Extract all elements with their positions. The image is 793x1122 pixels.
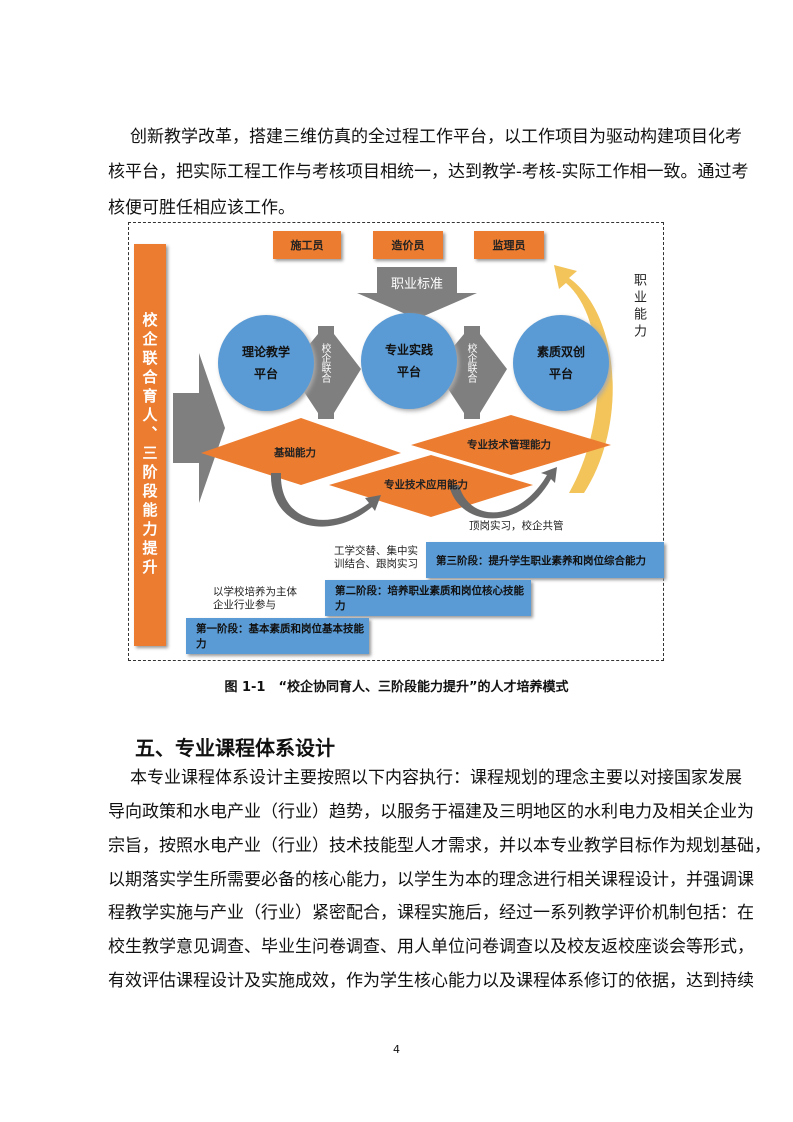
body-line: 程教学实施与产业（行业）紧密配合，课程实施后，经过一系列教学评价机制包括：在 bbox=[108, 903, 754, 923]
side-label: 校企联合育人、三阶段能力提升 bbox=[134, 244, 166, 646]
ability-label: 基础能力 bbox=[274, 447, 316, 459]
internship-note: 顶岗实习，校企共管 bbox=[469, 520, 564, 532]
page-number: 4 bbox=[393, 1043, 400, 1056]
role-box: 造价员 bbox=[373, 231, 443, 259]
body-line: 导向政策和水电产业（行业）趋势，以服务于福建及三明地区的水利电力及相关企业为 bbox=[108, 802, 754, 822]
role-box: 施工员 bbox=[273, 231, 341, 259]
stage-2-box: 第二阶段：培养职业素质和岗位核心技能力 bbox=[325, 580, 531, 616]
talent-training-diagram: 校企联合育人、三阶段能力提升 施工员 造价员 监理员 职业标准 理论教学平台 专… bbox=[128, 222, 664, 661]
figure-caption: 图 1-1 “校企协同育人、三阶段能力提升”的人才培养模式 bbox=[224, 680, 569, 695]
diagram-arrows bbox=[173, 265, 613, 527]
career-curved-arrow bbox=[554, 265, 613, 493]
standard-down-arrow bbox=[357, 267, 477, 319]
stage-1-box: 第一阶段：基本素质和岗位基本技能力 bbox=[186, 618, 369, 654]
ability-label: 专业技术应用能力 bbox=[384, 479, 468, 491]
body-line: 本专业课程体系设计主要按照以下内容执行：课程规划的理念主要以对接国家发展 bbox=[130, 768, 742, 788]
ability-label: 专业技术管理能力 bbox=[467, 439, 551, 451]
platform-circle: 专业实践平台 bbox=[361, 313, 457, 409]
intro-line: 核平台，把实际工程工作与考核项目相统一，达到教学-考核-实际工作相一致。通过考 bbox=[108, 162, 749, 182]
section-heading: 五、专业课程体系设计 bbox=[135, 736, 335, 760]
diamond-basic bbox=[201, 418, 401, 485]
role-box: 监理员 bbox=[474, 231, 544, 259]
body-line: 以期落实学生所需要必备的核心能力，以学生为本的理念进行相关课程设计，并强调课 bbox=[108, 870, 754, 890]
link-label: 校企联合 bbox=[319, 343, 330, 383]
standard-label: 职业标准 bbox=[390, 277, 443, 292]
curved-arrow bbox=[449, 467, 557, 519]
stage-3-box: 第三阶段：提升学生职业素养和岗位综合能力 bbox=[426, 542, 664, 578]
body-line: 宗旨，按照水电产业（行业）技术技能型人才需求，并以本专业教学目标作为规划基础， bbox=[108, 836, 771, 856]
work-study-note: 工学交替、集中实训结合、跟岗实习 bbox=[334, 545, 418, 570]
curved-arrow bbox=[270, 473, 381, 527]
link-label: 校企联合 bbox=[465, 343, 476, 383]
career-ability-label: 职业能力 bbox=[631, 273, 646, 341]
platform-circle: 理论教学平台 bbox=[218, 315, 314, 411]
big-right-arrow bbox=[173, 353, 225, 503]
body-line: 有效评估课程设计及实施成效，作为学生核心能力以及课程体系修订的依据，达到持续 bbox=[108, 971, 754, 991]
intro-line: 核便可胜任相应该工作。 bbox=[108, 198, 295, 218]
intro-line: 创新教学改革，搭建三维仿真的全过程工作平台，以工作项目为驱动构建项目化考 bbox=[130, 127, 742, 147]
school-note: 以学校培养为主体企业行业参与 bbox=[213, 586, 297, 611]
body-line: 校生教学意见调查、毕业生问卷调查、用人单位问卷调查以及校友返校座谈会等形式， bbox=[108, 937, 754, 957]
platform-circle: 素质双创平台 bbox=[513, 315, 609, 411]
diamond-application bbox=[329, 455, 533, 517]
diamond-management bbox=[411, 415, 611, 475]
